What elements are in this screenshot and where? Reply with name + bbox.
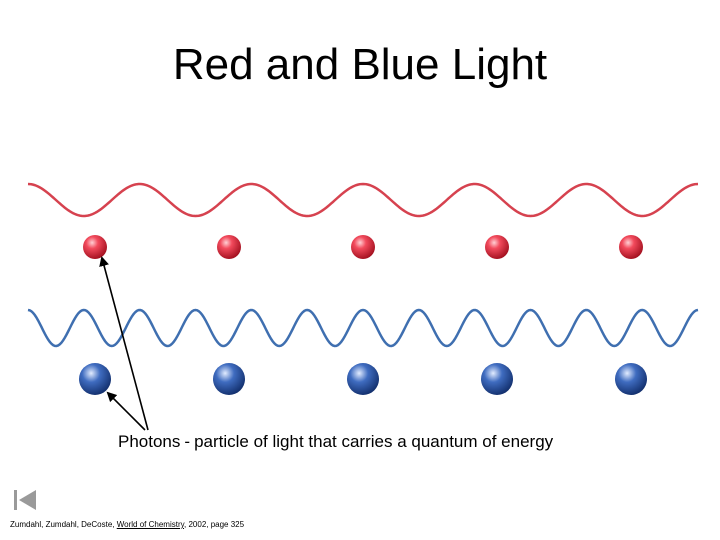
citation-authors: Zumdahl, Zumdahl, DeCoste, <box>10 520 115 529</box>
blue-photon <box>79 363 111 395</box>
red-photon <box>485 235 509 259</box>
blue-light-wave <box>28 310 698 346</box>
first-slide-button[interactable] <box>12 487 38 513</box>
blue-photon <box>481 363 513 395</box>
blue-photon <box>213 363 245 395</box>
red-photon <box>351 235 375 259</box>
citation: Zumdahl, Zumdahl, DeCoste, World of Chem… <box>10 520 244 529</box>
red-photons <box>83 235 643 259</box>
red-light-wave <box>28 184 698 216</box>
citation-details: 2002, page 325 <box>188 520 244 529</box>
red-photon <box>217 235 241 259</box>
red-photon <box>83 235 107 259</box>
red-photon <box>619 235 643 259</box>
caption-term: Photons <box>118 432 180 451</box>
caption-definition: particle of light that carries a quantum… <box>194 432 553 451</box>
photon-caption: Photons-particle of light that carries a… <box>118 432 553 452</box>
first-slide-icon <box>12 487 38 513</box>
blue-photon <box>347 363 379 395</box>
citation-work: World of Chemistry <box>117 520 184 529</box>
blue-photon <box>615 363 647 395</box>
caption-separator: - <box>184 432 190 451</box>
blue-photons <box>79 363 647 395</box>
